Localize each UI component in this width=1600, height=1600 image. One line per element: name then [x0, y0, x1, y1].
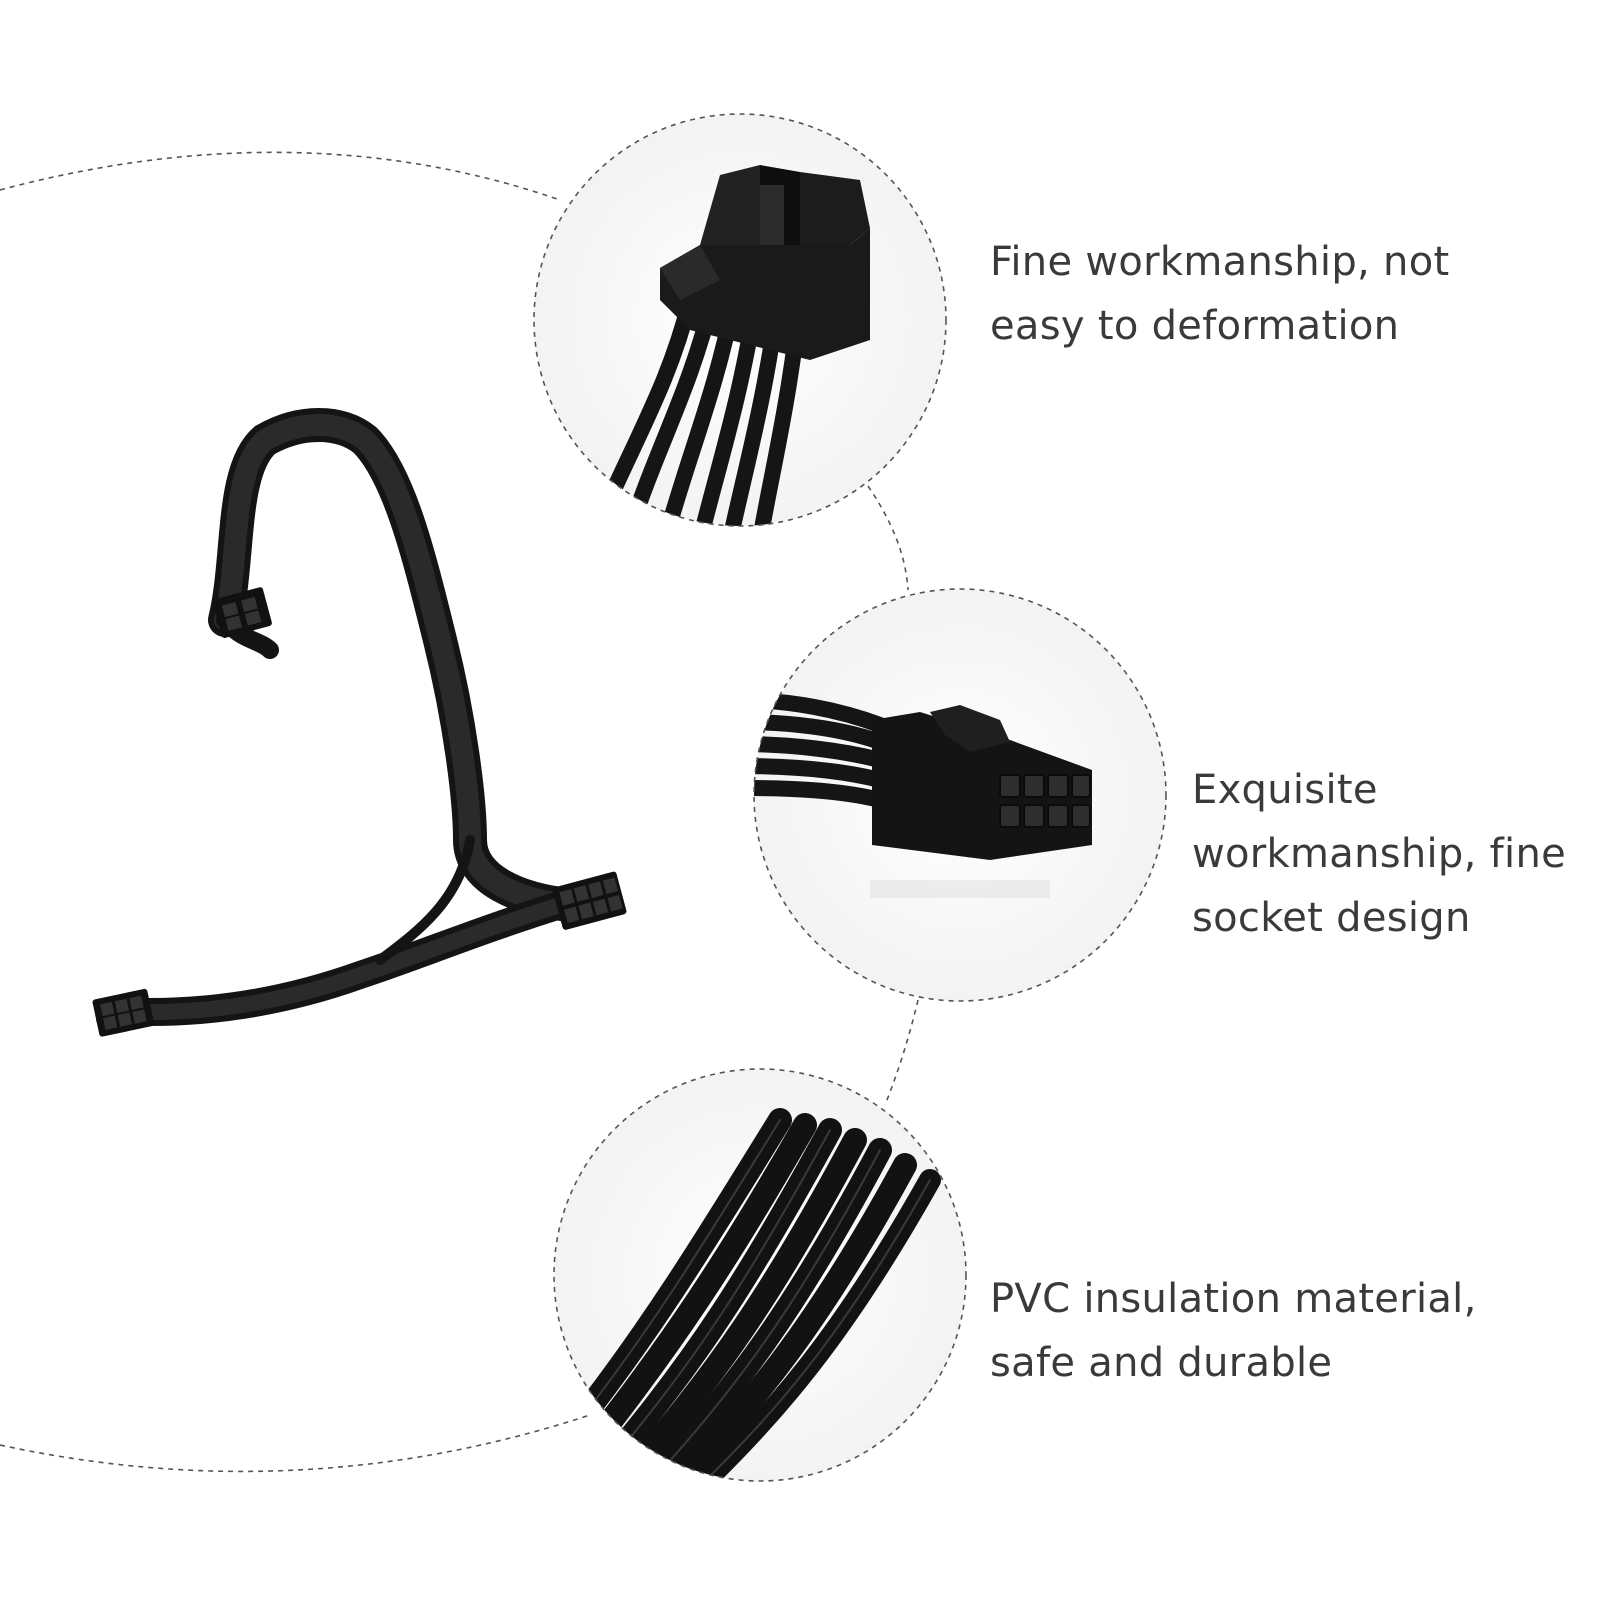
- cable-product-photo: [92, 408, 627, 1037]
- feature-caption-workmanship: Fine workmanship, not easy to deformatio…: [990, 230, 1449, 358]
- feature-caption-socket: Exquisite workmanship, fine socket desig…: [1192, 758, 1566, 950]
- caption-line: PVC insulation material,: [990, 1276, 1477, 1322]
- caption-line: Fine workmanship, not: [990, 239, 1450, 285]
- caption-line: easy to deformation: [990, 303, 1400, 349]
- feature-caption-insulation: PVC insulation material, safe and durabl…: [990, 1267, 1477, 1395]
- caption-line: socket design: [1192, 895, 1471, 941]
- detail-circle-connector-top: [533, 113, 947, 527]
- detail-circle-cable-closeup: [553, 1068, 967, 1482]
- background-dashed-oval: [0, 151, 919, 1473]
- caption-line: workmanship, fine: [1192, 831, 1567, 877]
- caption-line: Exquisite: [1192, 767, 1378, 813]
- detail-circle-socket-front: [753, 588, 1167, 1002]
- caption-line: safe and durable: [990, 1340, 1333, 1386]
